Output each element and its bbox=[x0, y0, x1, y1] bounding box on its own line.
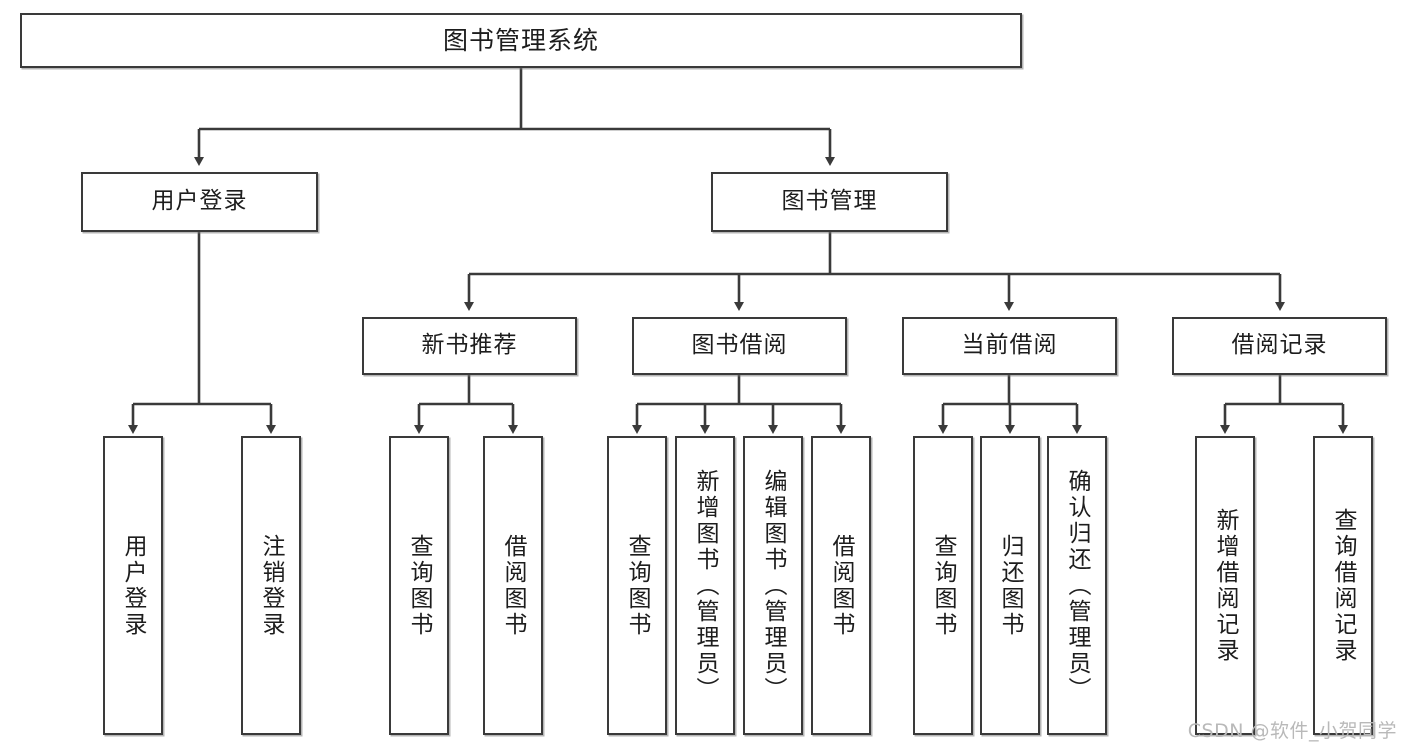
leaf-user-login-label: 用户登录 bbox=[120, 533, 147, 638]
leaf-add-book[interactable]: 新增图书（管理员） bbox=[675, 436, 735, 735]
node-new-book-rec[interactable]: 新书推荐 bbox=[362, 317, 577, 375]
node-current-borrow-label: 当前借阅 bbox=[961, 332, 1058, 359]
leaf-user-login[interactable]: 用户登录 bbox=[103, 436, 163, 735]
leaf-confirm-return[interactable]: 确认归还（管理员） bbox=[1047, 436, 1107, 735]
leaf-query-book-2-label: 查询图书 bbox=[624, 533, 651, 638]
leaf-borrow-book-2[interactable]: 借阅图书 bbox=[811, 436, 871, 735]
leaf-confirm-return-label: 确认归还（管理员） bbox=[1064, 468, 1091, 703]
leaf-query-record[interactable]: 查询借阅记录 bbox=[1313, 436, 1373, 735]
leaf-return-book[interactable]: 归还图书 bbox=[980, 436, 1040, 735]
node-borrow-record-label: 借阅记录 bbox=[1231, 332, 1328, 359]
node-root-label: 图书管理系统 bbox=[442, 25, 599, 55]
leaf-return-book-label: 归还图书 bbox=[997, 533, 1024, 638]
leaf-user-logout[interactable]: 注销登录 bbox=[241, 436, 301, 735]
leaf-borrow-book-1[interactable]: 借阅图书 bbox=[483, 436, 543, 735]
node-user-login-label: 用户登录 bbox=[151, 188, 248, 215]
leaf-add-record-label: 新增借阅记录 bbox=[1212, 507, 1239, 664]
node-root[interactable]: 图书管理系统 bbox=[20, 13, 1022, 68]
leaf-add-book-label: 新增图书（管理员） bbox=[692, 468, 719, 703]
csdn-watermark: CSDN @软件_小贺同学 bbox=[1187, 720, 1397, 742]
leaf-edit-book-label: 编辑图书（管理员） bbox=[760, 468, 787, 703]
leaf-query-book-1[interactable]: 查询图书 bbox=[389, 436, 449, 735]
leaf-query-record-label: 查询借阅记录 bbox=[1330, 507, 1357, 664]
node-book-borrow[interactable]: 图书借阅 bbox=[632, 317, 847, 375]
leaf-query-book-3[interactable]: 查询图书 bbox=[913, 436, 973, 735]
node-book-manage-label: 图书管理 bbox=[781, 188, 878, 215]
leaf-edit-book[interactable]: 编辑图书（管理员） bbox=[743, 436, 803, 735]
leaf-add-record[interactable]: 新增借阅记录 bbox=[1195, 436, 1255, 735]
node-book-borrow-label: 图书借阅 bbox=[691, 332, 788, 359]
node-book-manage[interactable]: 图书管理 bbox=[711, 172, 948, 232]
leaf-query-book-3-label: 查询图书 bbox=[930, 533, 957, 638]
leaf-borrow-book-1-label: 借阅图书 bbox=[500, 533, 527, 638]
node-current-borrow[interactable]: 当前借阅 bbox=[902, 317, 1117, 375]
leaf-query-book-2[interactable]: 查询图书 bbox=[607, 436, 667, 735]
node-new-book-rec-label: 新书推荐 bbox=[421, 332, 518, 359]
node-user-login[interactable]: 用户登录 bbox=[81, 172, 318, 232]
leaf-user-logout-label: 注销登录 bbox=[258, 533, 285, 638]
node-borrow-record[interactable]: 借阅记录 bbox=[1172, 317, 1387, 375]
leaf-borrow-book-2-label: 借阅图书 bbox=[828, 533, 855, 638]
leaf-query-book-1-label: 查询图书 bbox=[406, 533, 433, 638]
